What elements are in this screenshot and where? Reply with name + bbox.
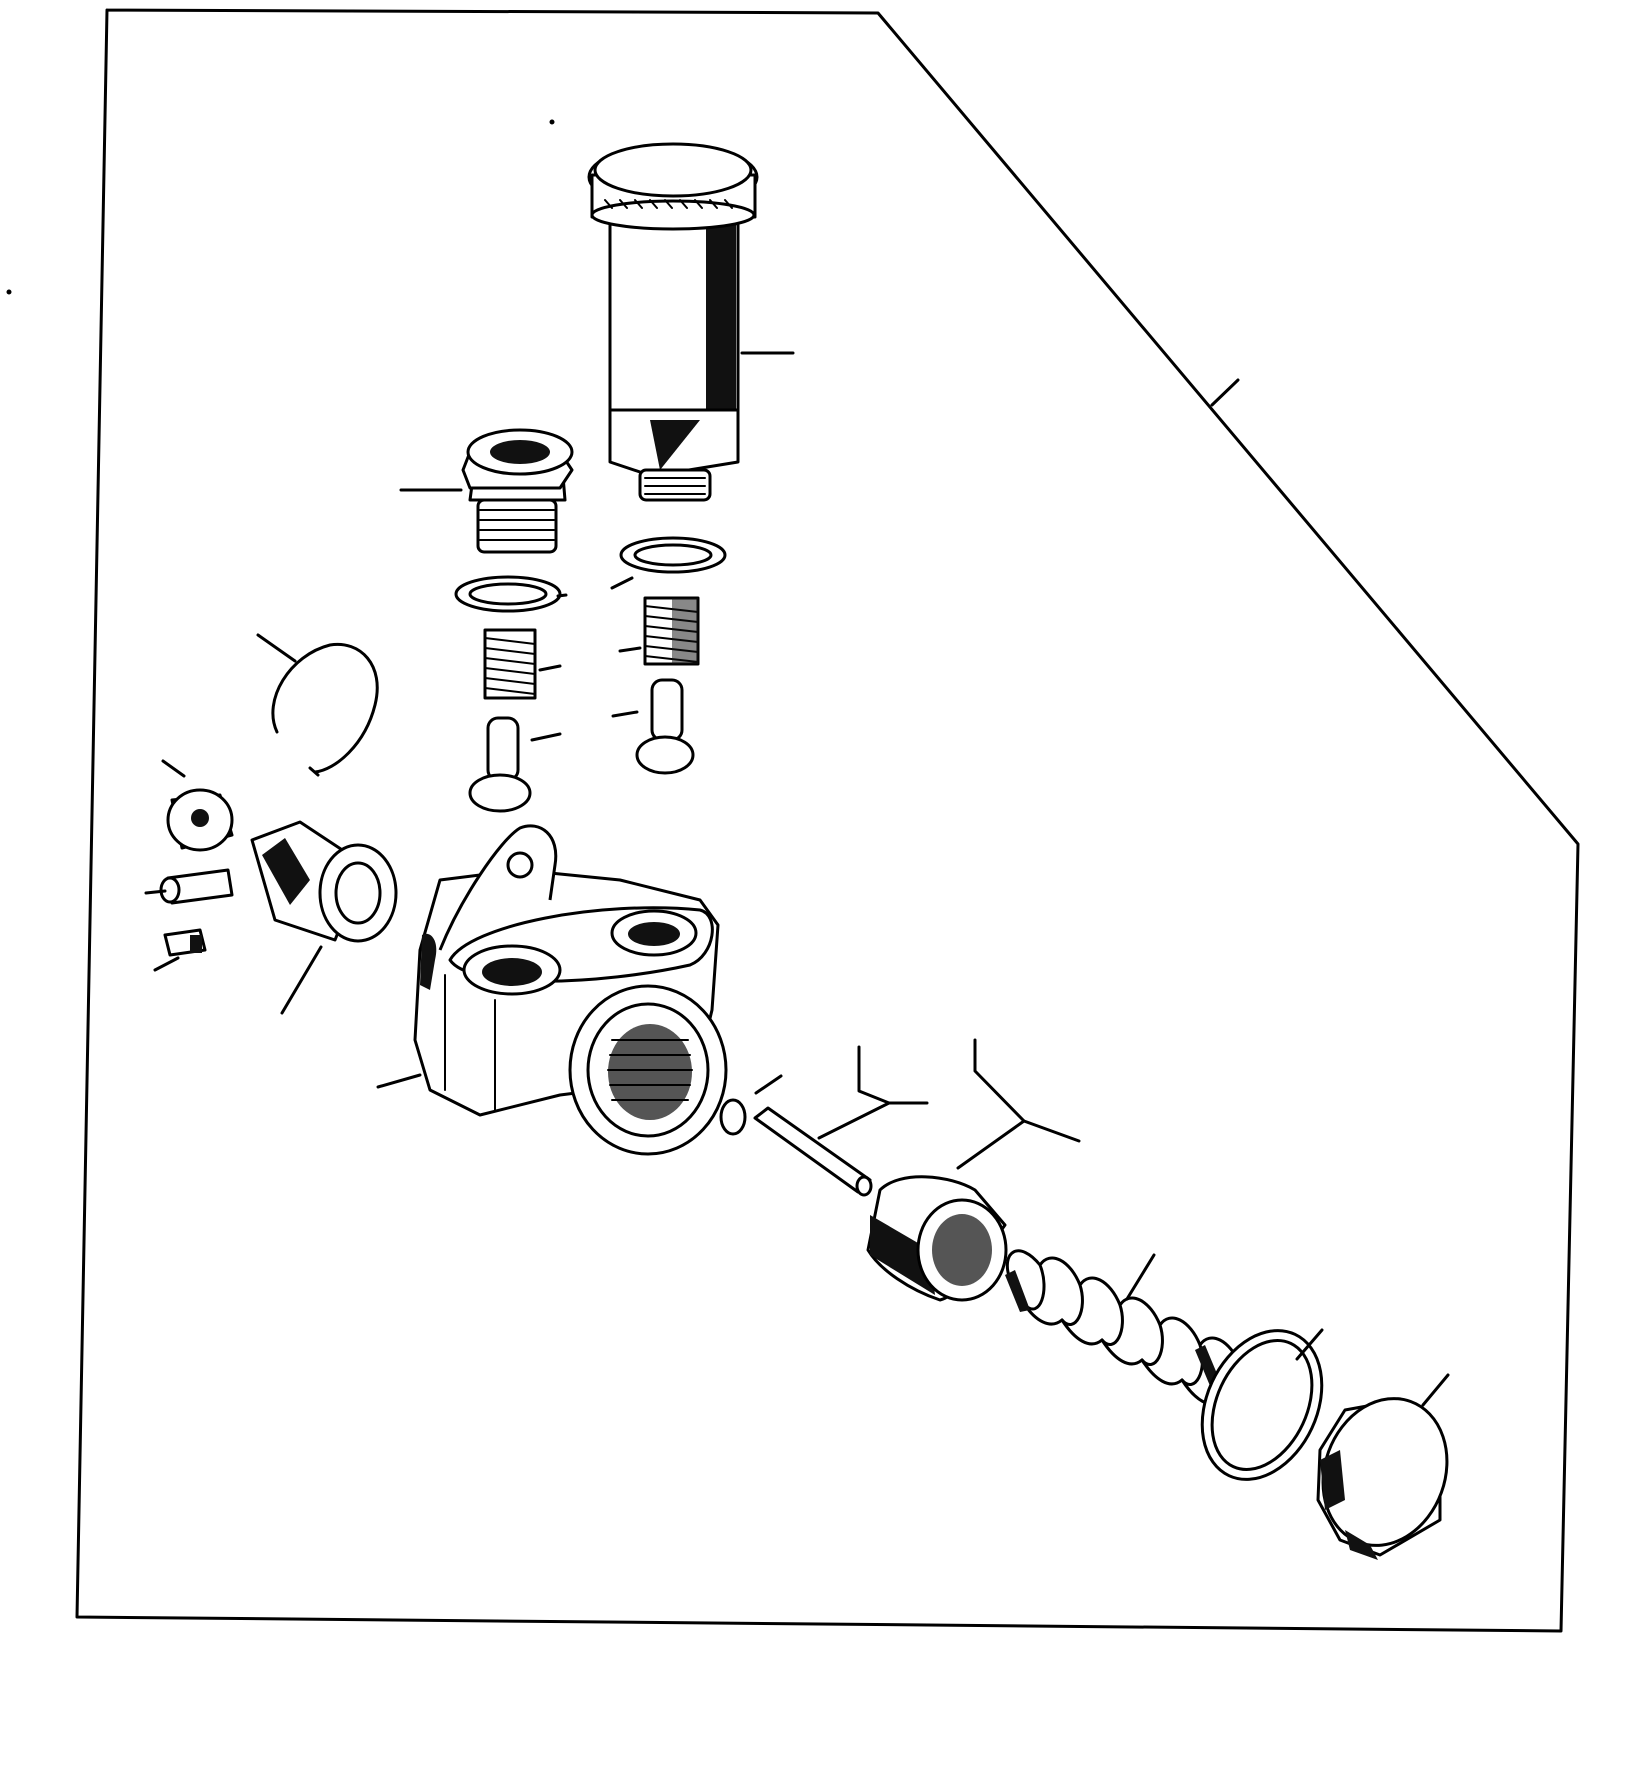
screw-plug (1316, 1397, 1449, 1560)
piston-spring (1005, 1249, 1244, 1406)
sealing-washer-left (454, 575, 562, 613)
leader-line (1210, 378, 1240, 407)
leader-line (754, 1074, 783, 1095)
leader-line (556, 593, 568, 598)
leader-line (1295, 1328, 1324, 1361)
valve-spring-left (483, 628, 537, 700)
pump-housing (413, 824, 728, 1156)
leader-line (973, 1038, 1026, 1123)
piston (866, 1175, 1008, 1302)
diagram-frame (75, 8, 1580, 1633)
valve-right (635, 678, 695, 775)
leader-line (1125, 1253, 1156, 1301)
valve-left (468, 716, 532, 813)
leader-line (256, 633, 297, 663)
scan-speck (549, 119, 555, 125)
leader-line (817, 1101, 929, 1140)
push-rod (753, 1106, 873, 1197)
hand-primer-pump (587, 142, 759, 502)
leader-line (161, 759, 186, 778)
leader-line (610, 576, 634, 590)
valve-spring-right (643, 596, 700, 666)
leader-line (144, 889, 167, 895)
plunger-stub (163, 928, 207, 957)
leader-line (1421, 1373, 1450, 1407)
scan-speck (6, 289, 12, 295)
roller-pin (159, 868, 234, 905)
banjo-fitting (461, 428, 574, 554)
leader-line (618, 646, 642, 653)
roller (166, 788, 234, 852)
snap-ring (271, 642, 379, 777)
leader-line (857, 1045, 891, 1105)
leader-line (611, 710, 639, 718)
leader-line (280, 945, 323, 1015)
roller-guide (250, 820, 398, 943)
o-ring (719, 1098, 747, 1136)
leader-line (153, 956, 180, 972)
leader-line (530, 732, 562, 742)
leader-line (538, 664, 562, 672)
leader-line (376, 1073, 422, 1089)
sealing-washer-right (619, 536, 727, 574)
plug-gasket (1200, 1329, 1324, 1481)
leader-line (956, 1119, 1081, 1170)
